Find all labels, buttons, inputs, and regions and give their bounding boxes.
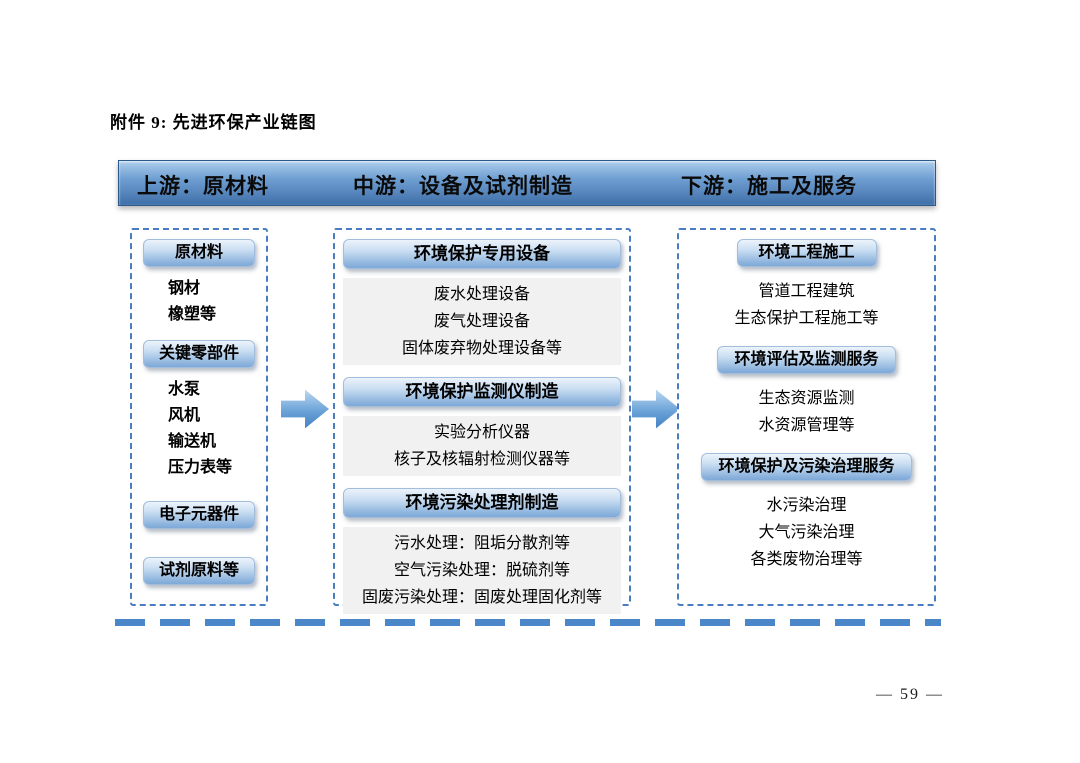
raw-materials-items: 钢材 橡塑等 — [168, 276, 266, 328]
midstream-column: 环境保护专用设备 废水处理设备 废气处理设备 固体废弃物处理设备等 环境保护监测… — [333, 228, 631, 614]
engineering-construction-items: 管道工程建筑 生态保护工程施工等 — [679, 278, 934, 332]
badge-protection-equipment: 环境保护专用设备 — [343, 239, 621, 269]
list-item: 固废污染处理：固废处理固化剂等 — [361, 589, 602, 606]
monitoring-instruments-items: 实验分析仪器 核子及核辐射检测仪器等 — [343, 416, 621, 476]
list-item: 输送机 — [168, 433, 217, 450]
badge-electronic-components: 电子元器件 — [143, 501, 255, 529]
list-item: 管道工程建筑 — [758, 283, 855, 300]
list-item: 生态资源监测 — [758, 390, 855, 407]
list-item: 水资源管理等 — [758, 417, 855, 434]
list-item: 核子及核辐射检测仪器等 — [393, 451, 570, 468]
badge-raw-materials: 原材料 — [143, 239, 255, 267]
bottom-dashed-rule — [115, 619, 941, 626]
page-number: — 59 — — [876, 686, 944, 703]
list-item: 橡塑等 — [168, 306, 217, 323]
chain-header-bar: 上游：原材料 中游：设备及试剂制造 下游：施工及服务 — [118, 160, 936, 206]
list-item: 水污染治理 — [766, 497, 847, 514]
badge-reagent-materials: 试剂原料等 — [143, 557, 255, 585]
badge-engineering-construction: 环境工程施工 — [736, 239, 877, 267]
assessment-monitoring-items: 生态资源监测 水资源管理等 — [679, 385, 934, 439]
list-item: 水泵 — [168, 381, 201, 398]
downstream-column: 环境工程施工 管道工程建筑 生态保护工程施工等 环境评估及监测服务 生态资源监测… — [677, 228, 936, 606]
list-item: 废气处理设备 — [433, 313, 530, 330]
list-item: 大气污染治理 — [758, 524, 855, 541]
arrow-right-icon — [632, 389, 680, 429]
list-item: 生态保护工程施工等 — [734, 310, 879, 327]
list-item: 实验分析仪器 — [433, 424, 530, 441]
list-item: 废水处理设备 — [433, 286, 530, 303]
protection-equipment-items: 废水处理设备 废气处理设备 固体废弃物处理设备等 — [343, 278, 621, 365]
list-item: 污水处理：阻垢分散剂等 — [393, 535, 570, 552]
key-components-items: 水泵 风机 输送机 压力表等 — [168, 377, 266, 481]
arrow-right-icon — [281, 389, 329, 429]
pollution-treatment-agents-items: 污水处理：阻垢分散剂等 空气污染处理：脱硫剂等 固废污染处理：固废处理固化剂等 — [343, 527, 621, 614]
list-item: 压力表等 — [168, 459, 233, 476]
list-item: 钢材 — [168, 280, 201, 297]
list-item: 风机 — [168, 407, 201, 424]
upstream-column: 原材料 钢材 橡塑等 关键零部件 水泵 风机 输送机 压力表等 电子元器件 试剂… — [130, 228, 268, 606]
page-title: 附件 9: 先进环保产业链图 — [110, 113, 317, 132]
badge-key-components: 关键零部件 — [143, 340, 255, 368]
badge-assessment-monitoring-services: 环境评估及监测服务 — [717, 346, 896, 374]
badge-monitoring-instruments: 环境保护监测仪制造 — [343, 377, 621, 407]
pollution-control-items: 水污染治理 大气污染治理 各类废物治理等 — [679, 492, 934, 573]
header-upstream-label: 上游：原材料 — [137, 175, 269, 198]
header-downstream-label: 下游：施工及服务 — [681, 175, 857, 198]
list-item: 各类废物治理等 — [750, 551, 863, 568]
list-item: 空气污染处理：脱硫剂等 — [393, 562, 570, 579]
list-item: 固体废弃物处理设备等 — [401, 340, 562, 357]
badge-pollution-treatment-agents: 环境污染处理剂制造 — [343, 488, 621, 518]
header-midstream-label: 中游：设备及试剂制造 — [353, 175, 573, 198]
badge-pollution-control-services: 环境保护及污染治理服务 — [701, 453, 912, 481]
